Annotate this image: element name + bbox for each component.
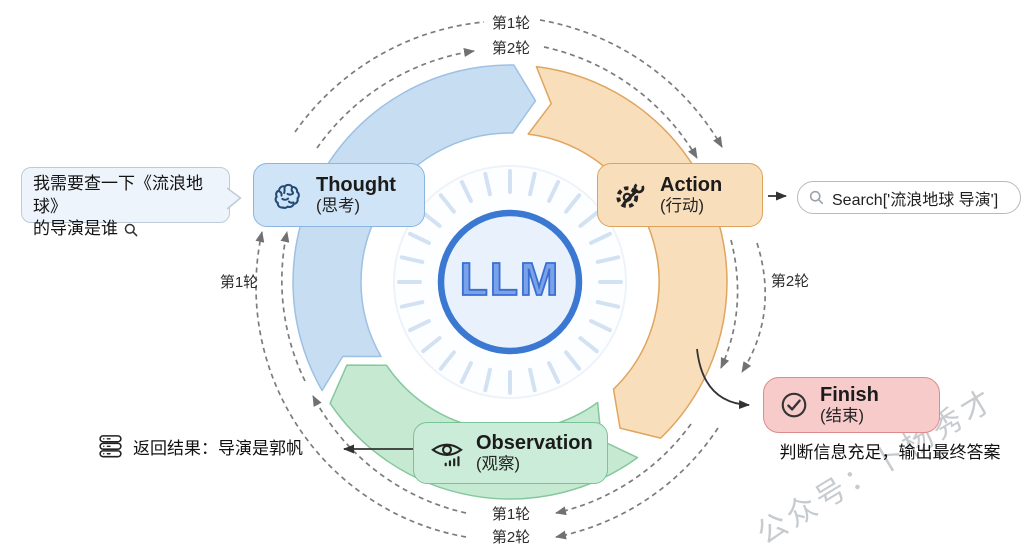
- finish-subtitle: (结束): [820, 407, 864, 426]
- eye-stats-icon: [431, 443, 463, 467]
- thought-title: Thought: [316, 173, 396, 196]
- action-title: Action: [660, 173, 723, 196]
- bubble-tail: [227, 187, 242, 210]
- search-call-text: Search['流浪地球 导演']: [832, 191, 999, 209]
- dashed-bottom-outer-right: [555, 427, 719, 540]
- observation-subtitle: (观察): [476, 455, 520, 474]
- search-call-pill: Search['流浪地球 导演']: [797, 181, 1021, 214]
- round-label-top-2: 第2轮: [491, 40, 531, 57]
- dashed-top-outer-right: [539, 19, 723, 148]
- gear-wrench-icon: [616, 182, 645, 209]
- finish-title: Finish: [820, 383, 879, 406]
- round-label-bottom-2: 第2轮: [491, 529, 531, 546]
- dashed-bottom-inner-right: [555, 423, 692, 516]
- magnifier-icon: [124, 223, 138, 236]
- observation-node-text: Observation (观察): [476, 432, 593, 474]
- user-query-line2-row: 的导演是谁: [33, 218, 220, 241]
- action-node: Action (行动): [597, 163, 763, 227]
- thought-subtitle: (思考): [316, 197, 360, 216]
- database-icon: [99, 435, 122, 458]
- action-node-text: Action (行动): [660, 174, 722, 216]
- llm-core-label: LLM: [459, 252, 561, 306]
- round-label-right-2: 第2轮: [770, 273, 810, 290]
- arrow-action-to-finish: [696, 348, 750, 410]
- dashed-right-inner: [720, 239, 739, 369]
- dashed-top-outer-left: [294, 21, 485, 133]
- round-label-bottom-1: 第1轮: [491, 506, 531, 523]
- user-query-bubble: 我需要查一下《流浪地球》 的导演是谁: [21, 167, 242, 238]
- observation-node: Observation (观察): [413, 422, 608, 484]
- finish-node-text: Finish (结束): [820, 384, 879, 426]
- arc-thought-blue: [292, 64, 537, 392]
- observation-result-text: 返回结果：导演是郭帆: [133, 439, 303, 458]
- brain-icon: [274, 183, 300, 209]
- finish-note: 判断信息充足，输出最终答案: [779, 443, 1001, 462]
- thought-node: Thought (思考): [253, 163, 425, 227]
- dashed-right-outer: [741, 242, 766, 373]
- llm-circle: [437, 209, 583, 355]
- dashed-bottom-inner-left: [312, 395, 467, 514]
- dashed-top-inner-left: [316, 48, 475, 149]
- finish-node: Finish (结束): [763, 377, 940, 433]
- search-icon: [809, 190, 824, 205]
- check-circle-icon: [781, 392, 807, 418]
- action-subtitle: (行动): [660, 197, 704, 216]
- user-query-line1: 我需要查一下《流浪地球》: [33, 174, 203, 216]
- dashed-left-inner: [280, 231, 306, 382]
- round-label-top-1: 第1轮: [491, 15, 531, 32]
- observation-result-row: 返回结果：导演是郭帆: [97, 433, 303, 460]
- round-label-left-1: 第1轮: [219, 274, 259, 291]
- observation-title: Observation: [476, 431, 593, 454]
- user-query-line2: 的导演是谁: [33, 219, 118, 239]
- thought-node-text: Thought (思考): [316, 174, 396, 216]
